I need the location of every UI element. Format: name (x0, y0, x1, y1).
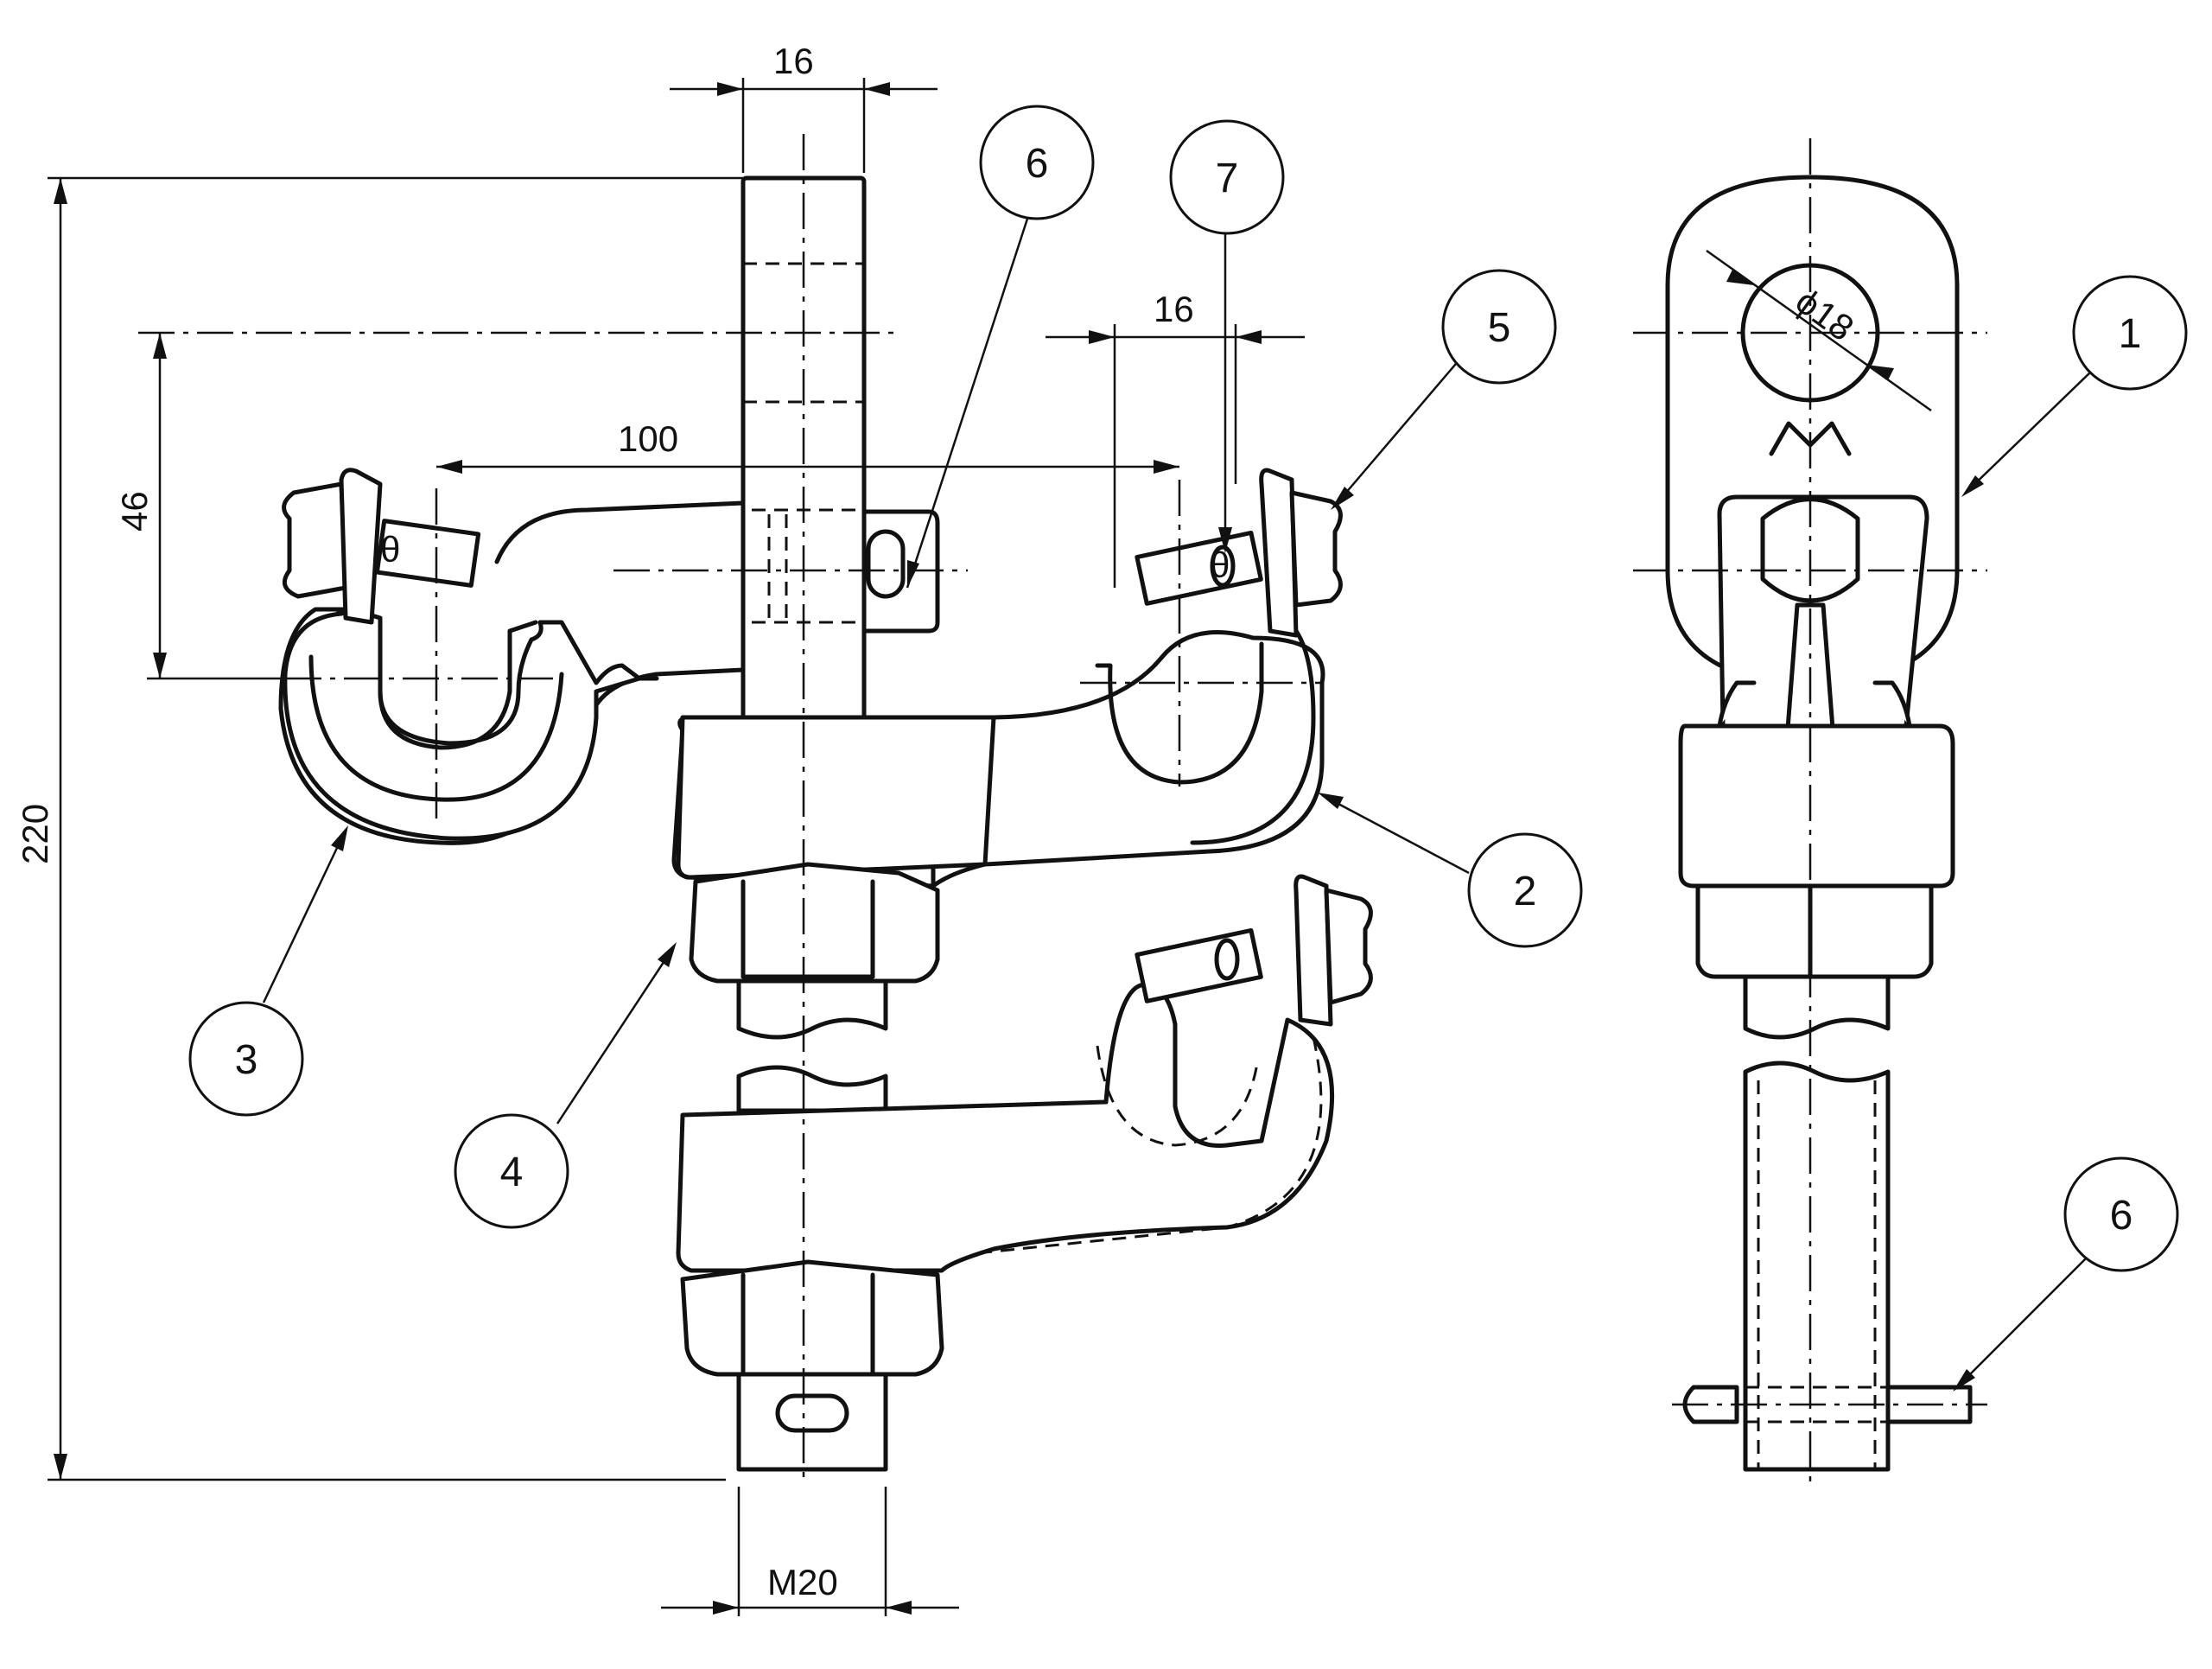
dim-overall-height: 220 (15, 804, 55, 864)
balloon-4: 4 (500, 1150, 524, 1195)
dim-hook-height: 46 (114, 491, 155, 532)
side-view (1633, 138, 1987, 1487)
dim-thread: M20 (767, 1562, 838, 1602)
pin-mark-left: θ (380, 529, 400, 570)
balloon-3: 3 (235, 1037, 258, 1083)
balloon-6-upper: 6 (1026, 141, 1049, 187)
hex-nut-side (1695, 883, 1934, 979)
hook-left (283, 609, 642, 841)
balloon-2: 2 (1514, 869, 1537, 914)
threaded-rod-lower (736, 1065, 888, 1113)
balloon-5: 5 (1488, 305, 1511, 351)
hex-nut-alt (680, 1259, 944, 1377)
dim-hook-spacing: 100 (618, 418, 678, 459)
balloons: 6 7 5 1 2 3 4 6 (188, 105, 2188, 1392)
balloon-6-lower: 6 (2110, 1193, 2133, 1239)
pin-mark-right: θ (1210, 545, 1230, 585)
dim-pin-spacing: 16 (1154, 289, 1194, 329)
balloon-1: 1 (2119, 311, 2142, 357)
front-view: θ θ (138, 134, 1373, 1482)
left-bolt: θ (282, 468, 481, 625)
rod-side-lower (1743, 1061, 1891, 1472)
rod-side-upper (1743, 974, 1891, 1040)
clamp-block-side (1678, 723, 1955, 889)
dimensions: 16 16 100 46 220 M20 (15, 41, 1932, 1616)
hex-nut (689, 862, 940, 984)
balloon-7: 7 (1216, 156, 1239, 201)
dim-top-width: 16 (773, 41, 814, 81)
threaded-rod-upper (736, 978, 888, 1040)
cotter-pin-side (1682, 1385, 1739, 1424)
clamp-block (676, 715, 996, 880)
